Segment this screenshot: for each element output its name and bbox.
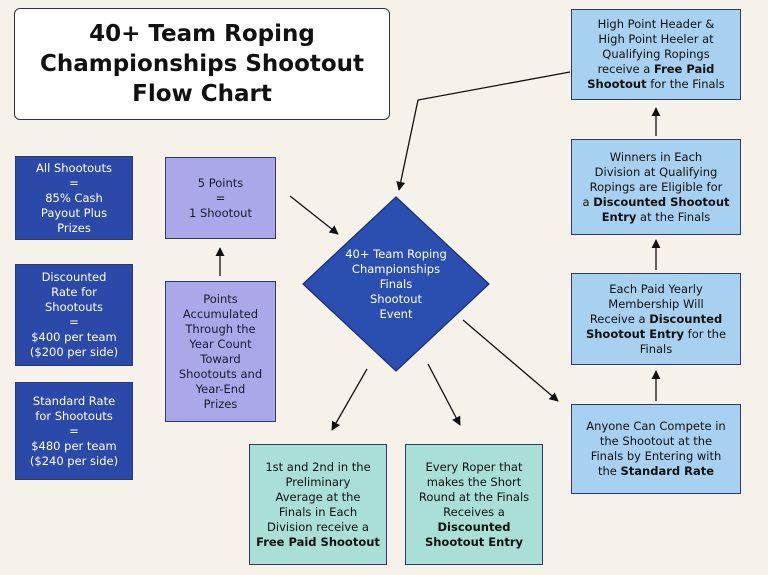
arrow-center-to-every-roper <box>427 363 461 426</box>
center-event-label: 40+ Team Roping Championships Finals Sho… <box>345 247 447 321</box>
high-point-box: High Point Header & High Point Heeler at… <box>571 9 741 100</box>
all-shootouts-box: All Shootouts = 85% Cash Payout Plus Pri… <box>15 156 133 240</box>
points-accumulated-box: Points Accumulated Through the Year Coun… <box>165 281 276 422</box>
arrow-center-to-anyone <box>462 319 559 402</box>
title-line-1: 40+ Team Roping <box>89 21 315 47</box>
standard-rate-box: Standard Rate for Shootouts = $480 per t… <box>15 382 133 480</box>
center-diamond <box>302 196 490 372</box>
title-box: 40+ Team Roping Championships Shootout F… <box>14 8 390 120</box>
every-roper-box: Every Roper that makes the Short Round a… <box>405 444 543 565</box>
arrow-center-to-first-second <box>331 368 368 431</box>
arrow-points-to-center <box>289 195 339 235</box>
discounted-rate-box: Discounted Rate for Shootouts = $400 per… <box>15 264 133 366</box>
title-line-3: Flow Chart <box>132 81 272 107</box>
five-points-box: 5 Points = 1 Shootout <box>165 157 276 239</box>
arrow-highpoint-to-center <box>396 71 571 191</box>
first-second-box: 1st and 2nd in the Preliminary Average a… <box>249 444 387 565</box>
membership-box: Each Paid Yearly Membership Will Receive… <box>571 273 741 365</box>
winners-box: Winners in Each Division at Qualifying R… <box>571 139 741 235</box>
anyone-can-compete-box: Anyone Can Compete in the Shootout at th… <box>571 404 741 494</box>
title-line-2: Championships Shootout <box>39 51 365 77</box>
